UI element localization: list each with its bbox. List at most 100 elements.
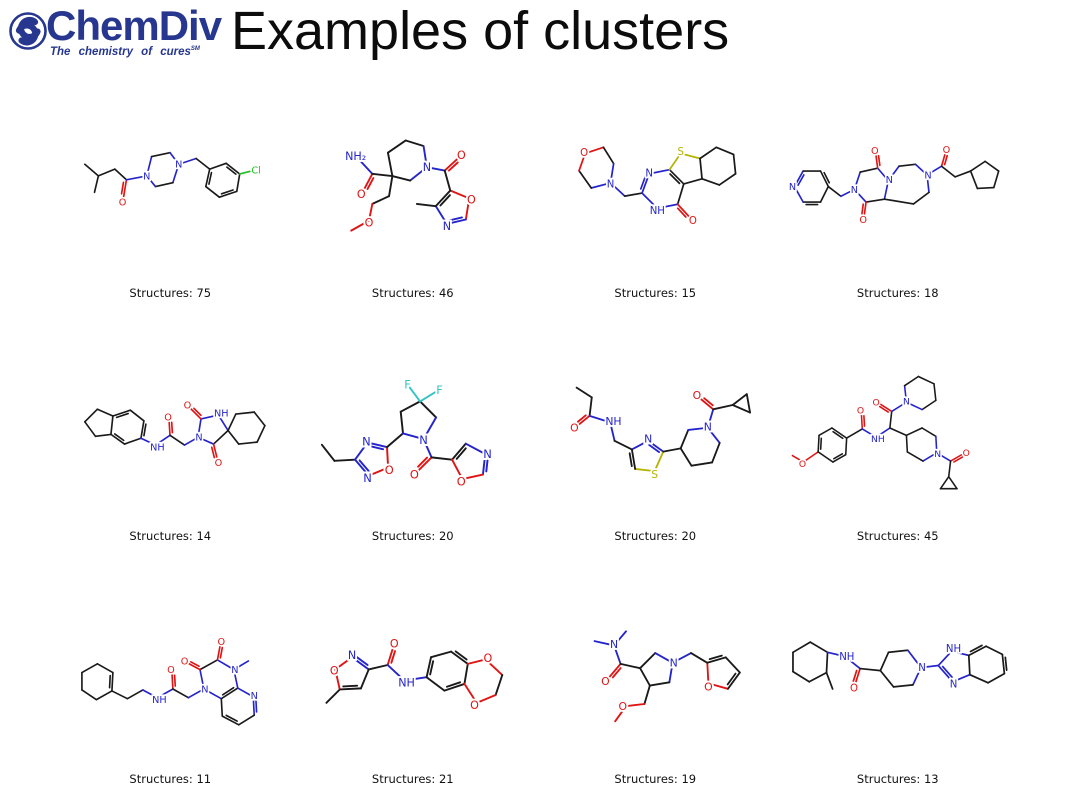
svg-text:O: O xyxy=(181,656,189,667)
svg-text:N: N xyxy=(143,171,150,182)
structures-count-label: Structures: 18 xyxy=(856,286,939,300)
svg-text:N: N xyxy=(363,471,372,485)
molecule-structure-1: O N N Cl xyxy=(83,151,263,210)
svg-text:N: N xyxy=(607,179,615,190)
svg-text:NH: NH xyxy=(871,434,885,445)
svg-text:N: N xyxy=(885,175,892,186)
svg-text:N: N xyxy=(419,433,428,447)
svg-text:O: O xyxy=(689,216,697,227)
svg-text:N: N xyxy=(934,449,941,460)
structures-count-label: Structures: 20 xyxy=(371,529,454,543)
svg-text:O: O xyxy=(798,459,805,470)
svg-text:NH: NH xyxy=(605,415,621,428)
svg-text:N: N xyxy=(483,447,492,461)
molecule-structure-12: NH O N NH N xyxy=(791,641,1008,696)
svg-text:N: N xyxy=(949,679,957,690)
svg-text:N: N xyxy=(251,691,258,702)
svg-text:O: O xyxy=(164,412,172,423)
chemdiv-logo-icon xyxy=(9,12,47,50)
logo-tagline: The chemistry of curesSM xyxy=(50,46,200,58)
svg-text:NH₂: NH₂ xyxy=(345,150,366,163)
structures-count-label: Structures: 15 xyxy=(614,286,697,300)
logo-sm-mark: SM xyxy=(190,46,200,53)
svg-text:N: N xyxy=(645,168,653,179)
page-title: Examples of clusters xyxy=(231,1,730,61)
svg-text:N: N xyxy=(422,161,430,174)
svg-text:O: O xyxy=(704,680,713,693)
svg-text:O: O xyxy=(467,193,476,206)
chemdiv-logo: ChemDiv The chemistry of curesSM xyxy=(6,2,222,64)
svg-text:O: O xyxy=(618,700,627,713)
svg-text:N: N xyxy=(644,432,652,445)
svg-text:Cl: Cl xyxy=(251,165,260,176)
svg-text:O: O xyxy=(456,474,465,488)
svg-text:S: S xyxy=(677,147,683,158)
structures-count-label: Structures: 14 xyxy=(129,529,212,543)
svg-text:N: N xyxy=(362,434,371,448)
cluster-cell-1: O N N Cl Structures: 75 xyxy=(49,112,292,355)
svg-text:O: O xyxy=(119,197,127,208)
cluster-cell-12: NH O N NH N Structures: 13 xyxy=(777,598,1020,800)
svg-text:N: N xyxy=(442,220,450,233)
svg-text:O: O xyxy=(184,401,192,412)
svg-text:N: N xyxy=(610,638,618,651)
svg-text:N: N xyxy=(918,663,926,674)
svg-text:NH: NH xyxy=(214,408,229,419)
svg-text:N: N xyxy=(175,160,182,171)
svg-text:O: O xyxy=(601,675,610,688)
svg-text:NH: NH xyxy=(839,652,854,663)
svg-text:O: O xyxy=(167,665,175,676)
svg-text:N: N xyxy=(231,665,238,676)
svg-text:O: O xyxy=(215,458,223,469)
svg-text:NH: NH xyxy=(945,644,960,655)
structures-count-label: Structures: 45 xyxy=(856,529,939,543)
svg-text:O: O xyxy=(217,637,225,648)
svg-text:O: O xyxy=(470,699,479,712)
structures-count-label: Structures: 13 xyxy=(856,772,939,786)
molecule-structure-5: NH O N NH O O xyxy=(83,399,266,470)
svg-text:O: O xyxy=(409,468,418,482)
svg-text:O: O xyxy=(942,145,950,156)
svg-text:N: N xyxy=(850,185,857,196)
svg-text:O: O xyxy=(849,683,857,694)
svg-text:O: O xyxy=(483,652,492,665)
svg-text:NH: NH xyxy=(150,442,165,453)
svg-text:F: F xyxy=(436,383,443,397)
svg-text:O: O xyxy=(872,397,879,408)
svg-text:N: N xyxy=(195,433,202,444)
structures-count-label: Structures: 75 xyxy=(129,286,212,300)
svg-text:O: O xyxy=(570,422,579,435)
structures-count-label: Structures: 11 xyxy=(129,772,212,786)
svg-text:NH: NH xyxy=(152,695,167,706)
structures-count-label: Structures: 46 xyxy=(371,286,454,300)
svg-text:O: O xyxy=(856,406,863,417)
svg-text:O: O xyxy=(384,463,393,477)
svg-text:O: O xyxy=(859,215,867,226)
svg-text:S: S xyxy=(651,468,658,481)
svg-text:N: N xyxy=(201,684,208,695)
structures-count-label: Structures: 19 xyxy=(614,772,697,786)
svg-text:O: O xyxy=(962,448,969,459)
svg-text:O: O xyxy=(389,638,398,651)
logo-brand-text: ChemDiv xyxy=(46,2,222,49)
structures-count-label: Structures: 21 xyxy=(371,772,454,786)
svg-text:N: N xyxy=(347,649,355,662)
svg-text:N: N xyxy=(788,182,795,193)
svg-text:NH: NH xyxy=(650,206,665,217)
svg-text:N: N xyxy=(670,657,678,670)
svg-text:O: O xyxy=(356,188,365,201)
svg-text:F: F xyxy=(404,377,411,391)
